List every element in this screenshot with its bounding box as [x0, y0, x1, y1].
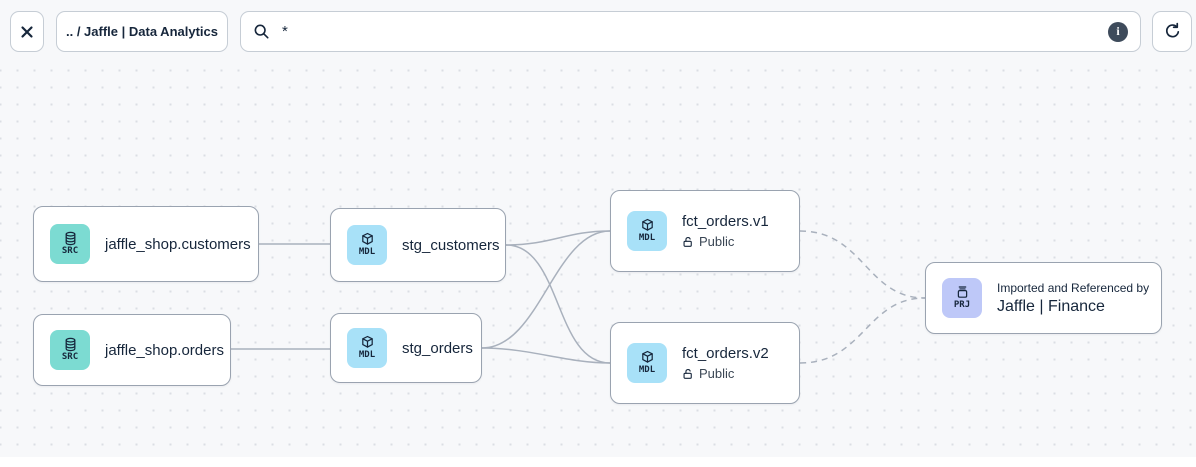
cube-icon [641, 218, 653, 231]
model-badge: MDL [347, 225, 387, 265]
node-title: stg_orders [402, 339, 473, 357]
edge-stg-customers-fct-v1 [505, 230, 611, 246]
refresh-button[interactable] [1152, 11, 1192, 52]
breadcrumb[interactable]: .. / Jaffle | Data Analytics [56, 11, 228, 52]
node-title: fct_orders.v2 [682, 345, 769, 362]
lock-open-icon [683, 368, 692, 379]
close-button[interactable] [10, 11, 44, 52]
source-badge: SRC [50, 330, 90, 370]
edge-fct-v2-project [799, 297, 926, 364]
badge-label: PRJ [953, 300, 971, 311]
badge-label: SRC [61, 352, 79, 363]
node-stg-customers[interactable]: MDL stg_customers [330, 208, 506, 282]
access-row: Public [682, 366, 769, 381]
model-badge: MDL [627, 343, 667, 383]
lock-open-icon [683, 236, 692, 247]
access-label: Public [699, 366, 735, 381]
info-icon[interactable]: i [1108, 21, 1128, 42]
edge-stg-orders-fct-v2 [481, 347, 611, 364]
node-title: fct_orders.v1 [682, 213, 769, 230]
database-icon [65, 337, 75, 352]
search-icon [254, 24, 269, 39]
node-stg-orders[interactable]: MDL stg_orders [330, 313, 482, 383]
node-jaffle-shop-orders[interactable]: SRC jaffle_shop.orders [33, 314, 231, 386]
node-jaffle-shop-customers[interactable]: SRC jaffle_shop.customers [33, 206, 259, 282]
search-bar: i [240, 11, 1141, 52]
model-badge: MDL [627, 211, 667, 251]
edge-fct-v1-project [799, 230, 926, 299]
node-title: Jaffle | Finance [997, 297, 1105, 315]
refresh-icon [1165, 22, 1179, 38]
access-row: Public [682, 234, 769, 249]
node-title: stg_customers [402, 236, 500, 254]
node-subtitle: Imported and Referenced by [997, 280, 1150, 295]
cube-icon [361, 232, 373, 245]
node-project-jaffle-finance[interactable]: PRJ Imported and Referenced by Jaffle | … [925, 262, 1162, 334]
cube-icon [641, 350, 653, 363]
badge-label: MDL [358, 247, 376, 258]
node-title: jaffle_shop.orders [105, 341, 224, 359]
node-fct-orders-v1[interactable]: MDL fct_orders.v1 Public [610, 190, 800, 272]
project-jar-icon [957, 286, 967, 298]
toolbar: .. / Jaffle | Data Analytics i [0, 0, 1196, 56]
badge-label: MDL [638, 233, 656, 244]
node-title: jaffle_shop.customers [105, 235, 251, 253]
model-badge: MDL [347, 328, 387, 368]
search-input[interactable] [280, 12, 1098, 51]
badge-label: SRC [61, 246, 79, 257]
badge-label: MDL [358, 350, 376, 361]
edge-layer [231, 230, 926, 364]
edge-stg-customers-fct-v2 [505, 244, 611, 364]
close-icon [21, 25, 33, 38]
source-badge: SRC [50, 224, 90, 264]
node-fct-orders-v2[interactable]: MDL fct_orders.v2 Public [610, 322, 800, 404]
badge-label: MDL [638, 365, 656, 376]
lineage-canvas[interactable]: SRC jaffle_shop.customers SRC jaffle_sho… [0, 56, 1196, 457]
edge-stg-orders-fct-v1 [481, 230, 611, 349]
access-label: Public [699, 234, 735, 249]
project-badge: PRJ [942, 278, 982, 318]
cube-icon [361, 335, 373, 348]
database-icon [65, 231, 75, 246]
